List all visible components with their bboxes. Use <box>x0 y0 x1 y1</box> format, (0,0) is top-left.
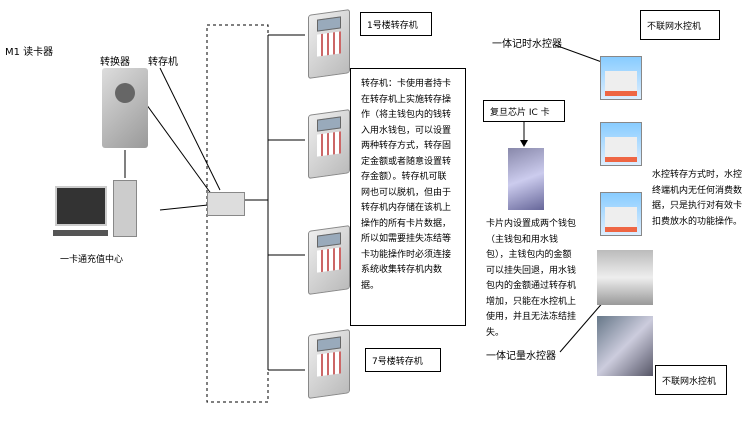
transfer-label: 转存机 <box>148 57 178 68</box>
water-meter-3 <box>600 192 642 236</box>
computer-image <box>53 180 165 242</box>
converter-label: 转换器 <box>100 57 130 68</box>
transfer-machine-1 <box>308 9 350 79</box>
converter-image <box>207 192 245 216</box>
transfer-machine-3 <box>308 225 350 295</box>
timed-controller-label: 一体记时水控器 <box>492 39 562 50</box>
building7-label: 7号楼转存机 <box>365 348 441 372</box>
meter-description: 水控转存方式时，水控终端机内无任何消费数据，只是执行对有效卡扣费放水的功能操作。 <box>652 170 743 227</box>
water-meter-1 <box>600 56 642 100</box>
offline-controller-top-label: 不联网水控机 <box>640 10 720 40</box>
water-meter-2 <box>600 122 642 166</box>
transfer-description: 转存机：卡使用者持卡在转存机上实施转存操作（将主钱包内的钱转入用水钱包，可以设置… <box>350 68 466 326</box>
card-reader-image <box>102 68 148 148</box>
offline-controller-bottom-label: 不联网水控机 <box>655 365 727 395</box>
metered-controller-label: 一体记量水控器 <box>486 351 556 362</box>
ic-card-label: 复旦芯片 IC 卡 <box>483 100 565 122</box>
center-label: 一卡通充值中心 <box>60 255 124 265</box>
building1-label: 1号楼转存机 <box>360 12 432 36</box>
reader-label: M1 读卡器 <box>5 47 54 58</box>
controller-photo-2 <box>597 316 653 376</box>
ic-card-image <box>508 148 544 210</box>
transfer-machine-2 <box>308 109 350 179</box>
card-description: 卡片内设置成两个钱包（主钱包和用水钱包），主钱包内的金额可以挂失回退，用水钱包内… <box>486 219 577 338</box>
transfer-machine-7 <box>308 329 350 399</box>
controller-photo-1 <box>597 250 653 305</box>
